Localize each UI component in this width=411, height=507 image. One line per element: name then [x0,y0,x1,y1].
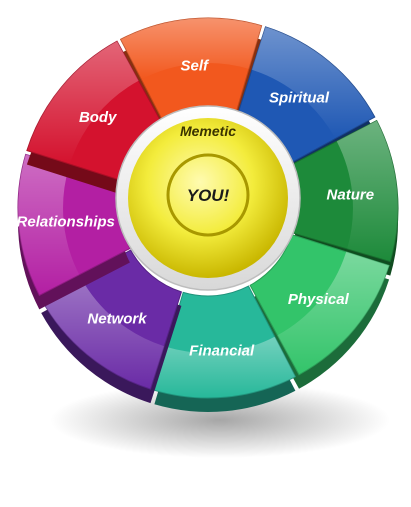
segment-network-gloss [41,277,165,390]
segment-physical-label: Physical [288,291,350,308]
hub-memetic-label: Memetic [180,123,236,139]
segment-financial-gloss [154,336,296,399]
segment-physical-gloss [277,251,390,375]
segment-spiritual-label: Spiritual [269,90,330,107]
segment-self-label: Self [181,58,211,75]
wheel-shadow [50,382,390,458]
segment-nature-gloss [336,120,399,262]
segment-spiritual-gloss [251,26,375,139]
segment-relationships-label: Relationships [17,214,115,231]
segment-body-gloss [26,41,139,165]
hub-disc [128,118,288,278]
segment-network-label: Network [87,310,147,327]
segment-relationships-gloss [17,154,80,296]
segment-financial-label: Financial [189,342,255,359]
segment-body-label: Body [79,109,117,126]
segment-self-gloss [120,17,262,80]
hub-center-label: YOU! [187,186,230,205]
hub-inner-ring [166,153,250,237]
segment-nature-label: Nature [327,186,375,203]
